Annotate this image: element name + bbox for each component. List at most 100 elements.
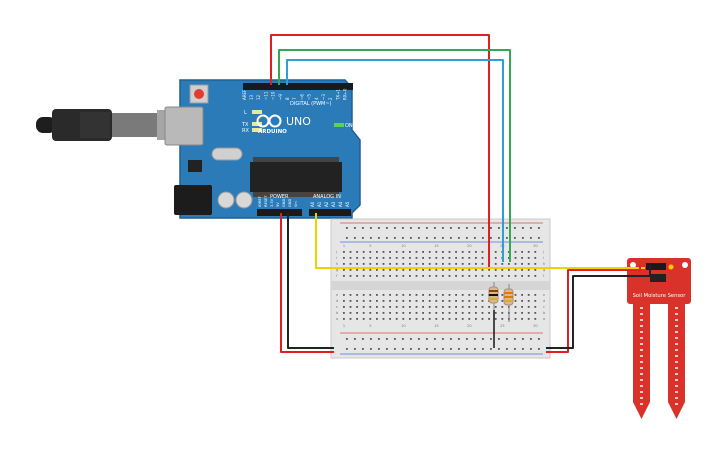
power-pin-label: GND [282,199,286,207]
digital-pin-label: 4 [314,97,319,100]
digital-pin-label: 8 [285,97,290,100]
arduino-logo-icon [256,114,282,128]
usb-cable [36,109,169,141]
led-label: TX [241,122,249,128]
row-letter: f [336,274,338,278]
row-letter: j [542,250,544,254]
crystal-oscillator [211,147,243,161]
reset-button[interactable] [189,84,209,104]
digital-pin-label: ~10 [271,91,276,100]
column-number: 15 [434,244,438,248]
capacitor-icon [217,191,235,209]
regulator-chip [188,160,202,172]
row-letter: c [336,305,338,309]
analog-header-label: ANALOG IN [313,194,341,200]
aref-label: AREF [242,89,247,100]
column-number: 20 [467,244,471,248]
wire-black [287,213,334,349]
row-letter: h [336,262,338,266]
column-number: 1 [343,324,345,328]
power-pin-label: IOREF [258,196,262,207]
digital-pin-label: TX→1 [335,88,340,101]
row-letter: h [543,262,545,266]
led-l [252,110,262,114]
column-number: 5 [369,324,371,328]
wires [270,34,651,353]
led-label: RX [242,128,249,134]
power-pin-label: 3.3V [270,198,274,207]
digital-pin-label: 7 [292,97,297,100]
analog-pin-label: A2 [324,201,329,207]
column-number: 15 [434,324,438,328]
microcontroller-chip [250,157,342,197]
analog-pin-label: A4 [338,201,343,207]
row-letter: e [336,293,338,297]
row-letter: c [543,305,545,309]
capacitor-icon [235,191,253,209]
row-letter: d [336,299,338,303]
row-letter: g [543,268,545,272]
power-pin-label: GND [288,199,292,207]
wire-yellow [315,213,645,269]
analog-pin-label: A0 [310,201,315,207]
breadboard-holes [343,227,540,350]
column-number: 30 [533,244,537,248]
column-number: 20 [467,324,471,328]
column-number: 5 [369,244,371,248]
digital-pin-label: ~3 [321,94,326,100]
wire-green [278,49,511,262]
soil-moisture-sensor[interactable]: Soil Moisture Sensor [627,258,691,419]
row-letter: b [543,311,546,315]
wire-red [270,34,490,268]
analog-header [309,209,351,216]
digital-pin-label: ~11 [263,91,268,100]
digital-pin-label: 12 [256,94,261,100]
power-jack [174,185,212,215]
column-number: 1 [343,244,345,248]
row-letter: g [336,268,338,272]
row-letter: b [336,311,339,315]
model-label: UNO [286,115,311,128]
row-letter: j [335,250,337,254]
sensor-label: Soil Moisture Sensor [633,293,687,299]
row-letter: i [543,256,544,260]
row-letter: e [543,293,545,297]
power-header [257,209,302,216]
resistor [488,282,499,310]
power-header-label: POWER [270,194,289,200]
wire-red [280,213,334,353]
digital-pin-label: ~9 [278,94,283,100]
row-letter: d [543,299,545,303]
column-number: 10 [401,244,405,248]
led-label: L [244,110,247,116]
brand-label: ARDUINO [258,129,287,135]
digital-pin-label: ~6 [299,94,304,100]
sensor-pin-header [646,263,666,270]
row-letter: a [543,317,545,321]
column-number: 10 [401,324,405,328]
analog-pin-label: A3 [331,201,336,207]
digital-pin-label: 2 [328,97,333,100]
led-on [334,123,344,127]
digital-header [243,83,353,90]
wire-red [546,265,641,353]
power-pin-label: Vin [294,201,298,207]
power-pin-label: 5V [276,202,280,207]
sensor-chip [650,274,666,282]
digital-pin-label: 13 [249,94,254,100]
column-number: 30 [533,324,537,328]
sensor-led-icon [668,264,674,270]
wire-black [546,265,651,349]
led-rx [252,128,262,132]
power-pin-label: RESET [264,195,268,207]
column-number: 25 [500,324,504,328]
digital-pin-label: RX←0 [343,88,348,100]
led-tx [252,122,262,126]
wire-blue [286,59,504,262]
digital-pin-label: ~5 [307,94,312,100]
